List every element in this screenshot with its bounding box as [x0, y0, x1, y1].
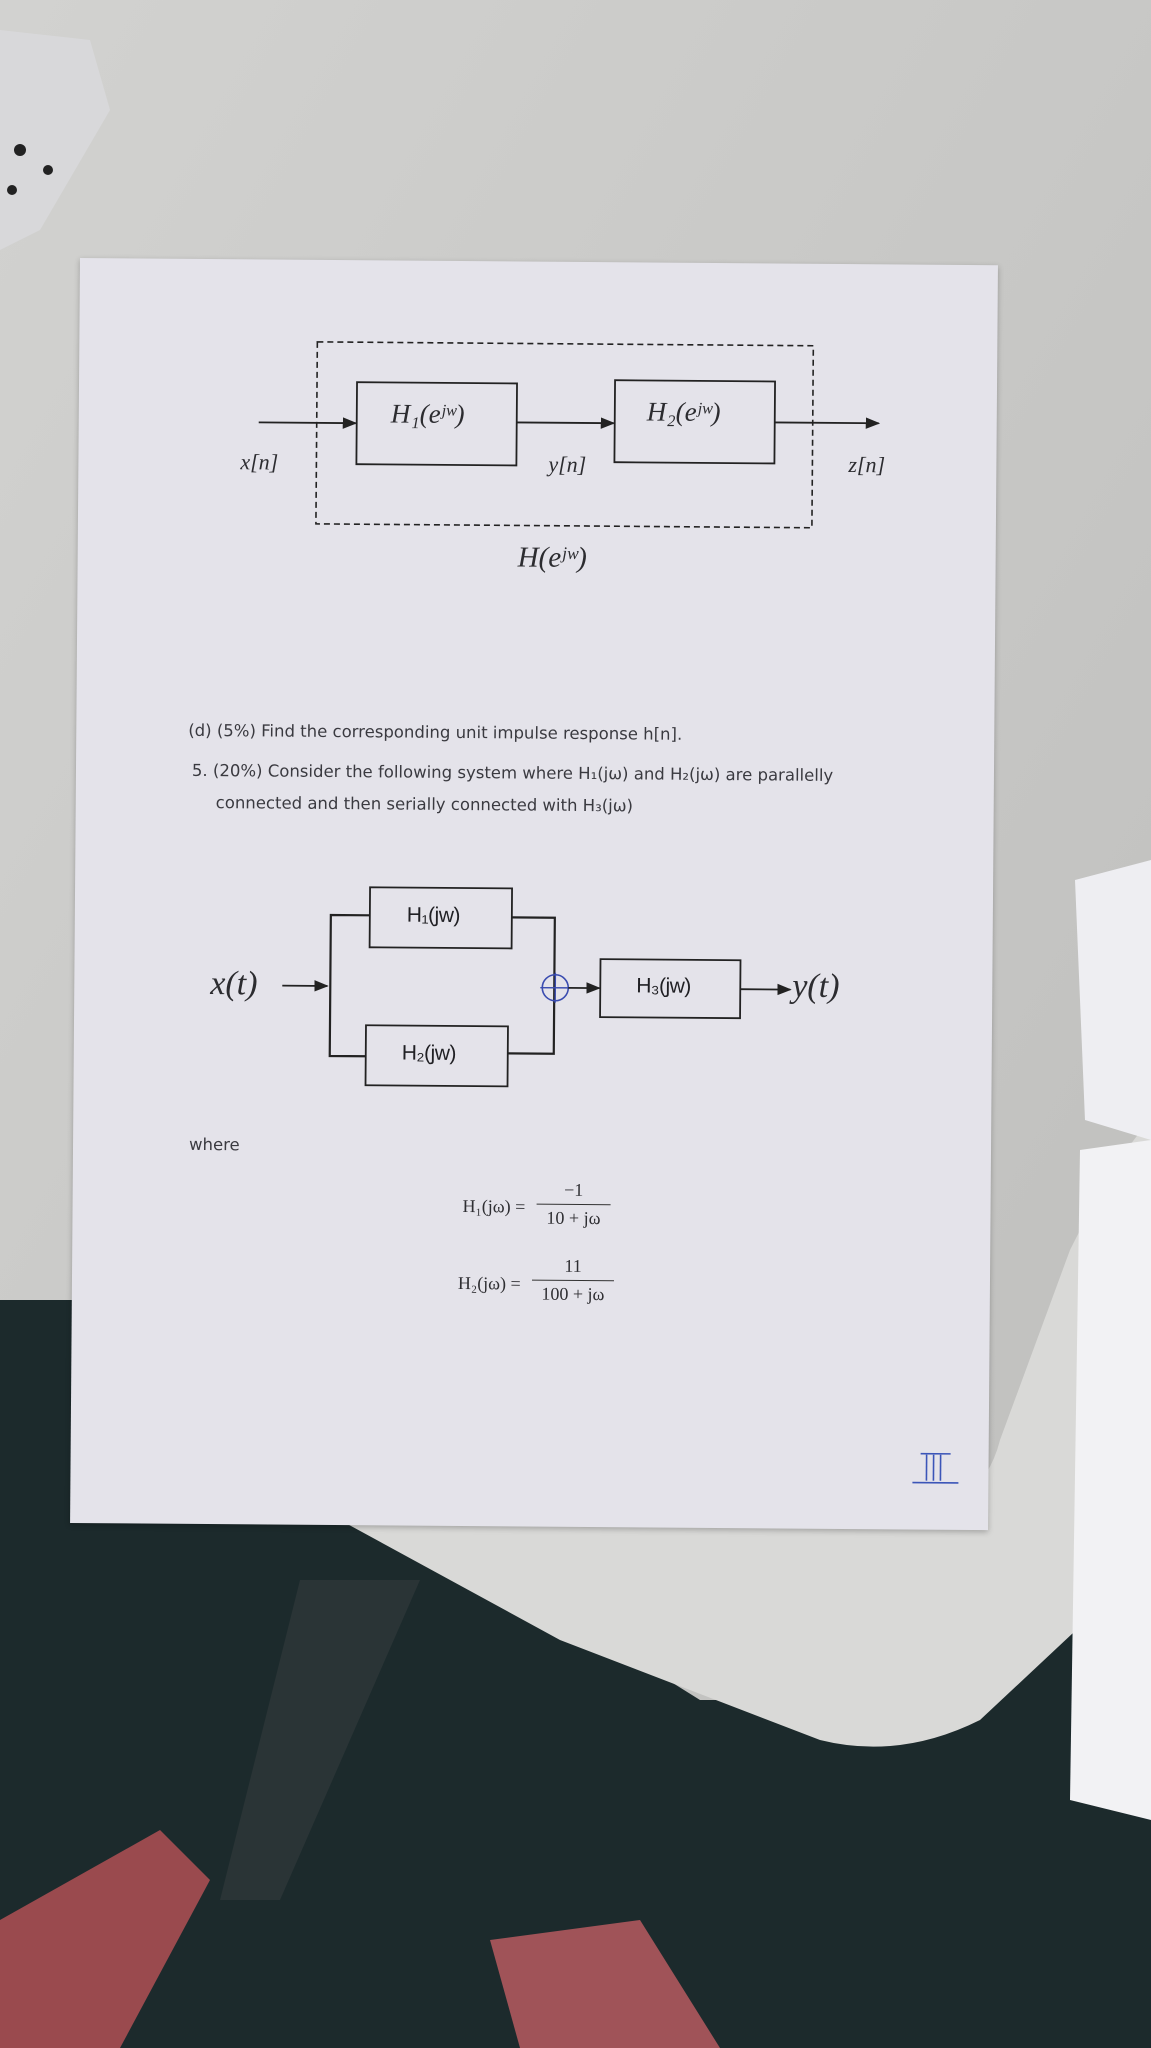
h2-fraction: 11 100 + jω	[531, 1255, 614, 1306]
y-t-label: y(t)	[792, 967, 840, 1005]
where-text: where	[188, 1134, 240, 1155]
h2-jw-label: H₂(jw)	[401, 1041, 456, 1065]
x-t-label: x(t)	[210, 965, 258, 1003]
output-label-zn: z[n]	[848, 452, 886, 478]
h2-numerator: 11	[564, 1255, 582, 1276]
h1-numerator: −1	[564, 1179, 584, 1200]
split-lines	[328, 913, 370, 1058]
h1-jw-label: H₁(jw)	[406, 903, 461, 928]
input-arrow	[258, 417, 358, 429]
middle-label-yn: y[n]	[548, 451, 587, 477]
h1-denominator: 10 + jω	[546, 1207, 601, 1229]
question-5-line-2: connected and then serially connected wi…	[215, 793, 634, 816]
handwritten-mark	[912, 1452, 959, 1484]
exam-sheet: H₁(eʲʷ) H₂(eʲʷ) x[n] y[n] z[n] H(eʲʷ) (d…	[70, 258, 998, 1531]
h2-equation-lhs: H₂(jω) =	[457, 1273, 521, 1294]
input-label-xn: x[n]	[240, 449, 279, 475]
h1-block-label: H₁(eʲʷ)	[390, 398, 465, 430]
overall-system-label: H(eʲʷ)	[517, 541, 587, 574]
merge-lines	[507, 916, 556, 1055]
h3-jw-label: H₃(jw)	[636, 974, 691, 998]
cascade-diagram	[258, 341, 959, 1484]
middle-arrow	[516, 417, 616, 429]
overall-system-boundary	[315, 341, 815, 529]
part-d-text: (d) (5%) Find the corresponding unit imp…	[188, 720, 683, 744]
h2-denominator: 100 + jω	[541, 1283, 605, 1305]
h1-fraction: −1 10 + jω	[536, 1179, 611, 1230]
h1-equation-lhs: H₁(jω) =	[462, 1196, 526, 1217]
h1-fraction-bar	[536, 1203, 611, 1206]
h2-block-label: H₂(eʲʷ)	[646, 396, 721, 428]
h2-fraction-bar	[531, 1279, 614, 1282]
output-arrow	[774, 417, 881, 429]
